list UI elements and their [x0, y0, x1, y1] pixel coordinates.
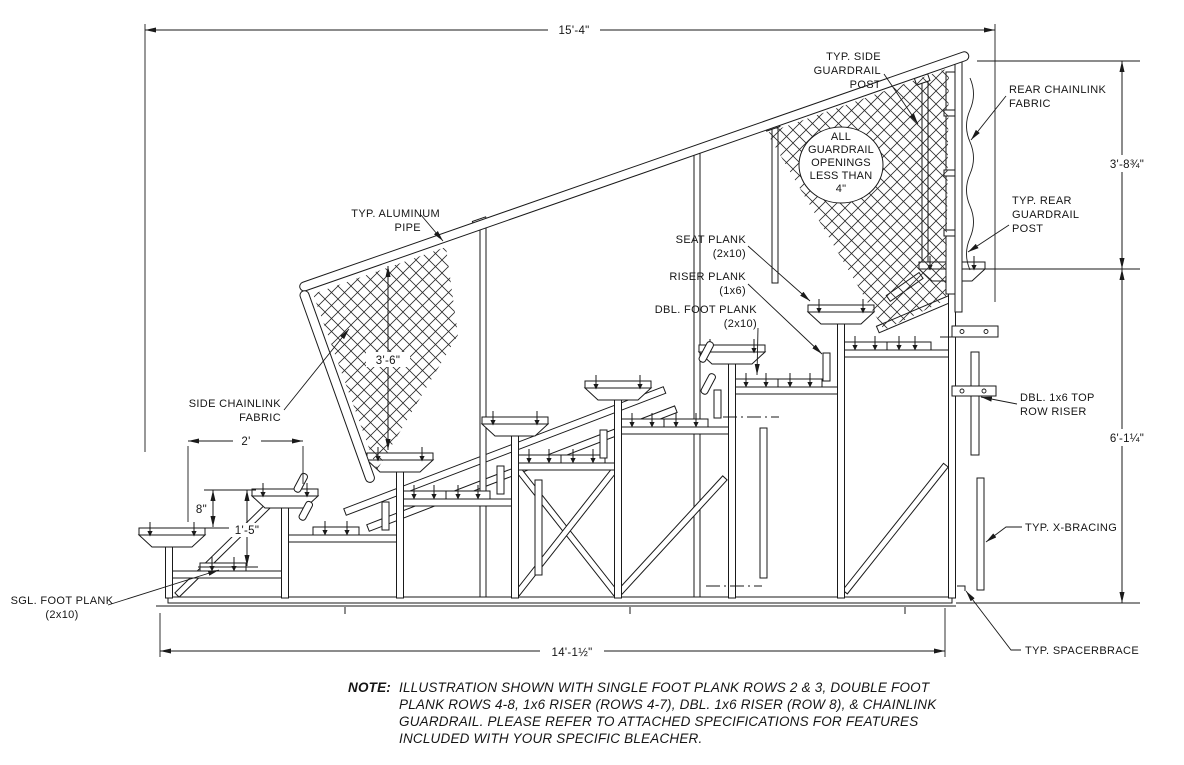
label-spacerbrace: TYP. SPACERBRACE [1025, 645, 1139, 657]
note-line-3: GUARDRAIL. PLEASE REFER TO ATTACHED SPEC… [399, 714, 918, 729]
note-line-1: ILLUSTRATION SHOWN WITH SINGLE FOOT PLAN… [399, 680, 931, 695]
seat-row-5 [583, 374, 653, 599]
guardrail-note-line4: LESS THAN [810, 170, 873, 182]
label-aluminum-pipe-1: TYP. ALUMINUM [351, 208, 440, 220]
dim-frame-depth-label: 14'-1½" [552, 647, 593, 659]
label-sgl-foot-plank-1: SGL. FOOT PLANK [11, 595, 114, 607]
dimension-seat-height: 1'-5" [198, 490, 267, 568]
callout-rear-guardrail-post: TYP. REAR GUARDRAIL POST [967, 195, 1079, 253]
dim-row-depth-label: 2' [241, 436, 250, 448]
note-block: NOTE: ILLUSTRATION SHOWN WITH SINGLE FOO… [348, 680, 937, 746]
note-line-4: INCLUDED WITH YOUR SPECIFIC BLEACHER. [399, 731, 702, 746]
label-side-guardrail-post-2: GUARDRAIL [814, 65, 881, 77]
sgl-foot-plank-row3 [312, 526, 360, 536]
seat-row-1 [137, 521, 207, 599]
callout-side-guardrail-post: TYP. SIDE GUARDRAIL POST [814, 51, 919, 125]
understructure [156, 349, 956, 614]
label-x-bracing: TYP. X-BRACING [1025, 522, 1117, 534]
callout-aluminum-pipe: TYP. ALUMINUM PIPE [351, 208, 444, 242]
label-rear-guardrail-post-2: GUARDRAIL [1012, 209, 1079, 221]
label-rear-chainlink-2: FABRIC [1009, 98, 1051, 110]
dim-seat-height-label: 1'-5" [235, 525, 259, 537]
guardrail-note-line3: OPENINGS [811, 157, 871, 169]
callout-spacerbrace: TYP. SPACERBRACE [965, 590, 1139, 657]
label-side-chainlink-1: SIDE CHAINLINK [189, 398, 282, 410]
label-rear-guardrail-post-1: TYP. REAR [1012, 195, 1072, 207]
rear-guardrail-post [954, 59, 963, 313]
label-side-chainlink-2: FABRIC [239, 412, 281, 424]
label-rear-guardrail-post-3: POST [1012, 223, 1043, 235]
dimension-side-guardrail-height: 3'-6" [366, 266, 410, 450]
dim-overall-depth-label: 15'-4" [558, 25, 589, 37]
callout-dbl-top-row-riser: DBL. 1x6 TOP ROW RISER [980, 392, 1095, 418]
guardrail-note-line2: GUARDRAIL [808, 144, 874, 156]
dimension-overall-height: 6'-1¼" [956, 269, 1156, 604]
clamp-hardware [293, 341, 716, 521]
label-riser-plank-1: RISER PLANK [669, 271, 746, 283]
seat-row-3 [365, 446, 435, 599]
front-guardrail-pipe [299, 290, 375, 483]
seat-row-4 [480, 410, 550, 599]
label-seat-plank-2: (2x10) [713, 248, 746, 260]
dimension-overall-depth: 15'-4" [144, 22, 996, 452]
label-sgl-foot-plank-2: (2x10) [45, 609, 78, 621]
dim-row-rise-label: 8" [196, 504, 207, 516]
x-bracing-strap [976, 477, 985, 591]
guardrail-note-line1: ALL [831, 131, 851, 143]
label-dbl-foot-plank-2: (2x10) [724, 318, 757, 330]
label-side-guardrail-post-1: TYP. SIDE [826, 51, 881, 63]
rear-fabric-edge [966, 77, 974, 271]
label-riser-plank-2: (1x6) [719, 285, 746, 297]
callout-sgl-foot-plank: SGL. FOOT PLANK (2x10) [11, 569, 220, 621]
dimension-guardrail-height: 3'-8¾" [968, 60, 1156, 270]
dbl-top-row-riser-board [970, 351, 980, 456]
guardrail-openings-note: ALL GUARDRAIL OPENINGS LESS THAN 4" [798, 126, 884, 204]
label-rear-chainlink-1: REAR CHAINLINK [1009, 84, 1107, 96]
riser-planks [381, 351, 980, 531]
dim-overall-height-label: 6'-1¼" [1110, 433, 1144, 445]
label-aluminum-pipe-2: PIPE [395, 222, 421, 234]
center-lines [706, 336, 998, 587]
guardrail [299, 51, 970, 483]
bottom-chord [167, 596, 953, 604]
label-dbl-top-row-riser-2: ROW RISER [1020, 406, 1087, 418]
dimension-row-depth: 2' [187, 434, 304, 522]
label-dbl-foot-plank-1: DBL. FOOT PLANK [655, 304, 758, 316]
callout-dbl-foot-plank: DBL. FOOT PLANK (2x10) [655, 304, 760, 376]
note-prefix: NOTE: [348, 680, 391, 695]
callout-riser-plank: RISER PLANK (1x6) [669, 271, 823, 355]
callout-rear-chainlink-fabric: REAR CHAINLINK FABRIC [970, 84, 1107, 141]
label-dbl-top-row-riser-1: DBL. 1x6 TOP [1020, 392, 1095, 404]
seat-row-7 [806, 298, 876, 599]
dimension-frame-depth: 14'-1½" [159, 608, 946, 659]
spacerbrace-mark [957, 585, 966, 591]
callout-side-chainlink-fabric: SIDE CHAINLINK FABRIC [189, 328, 350, 424]
guardrail-note-line5: 4" [836, 183, 846, 195]
brace-straps [534, 427, 985, 591]
callout-seat-plank: SEAT PLANK (2x10) [676, 234, 811, 302]
seat-row-6 [697, 338, 767, 599]
top-guardrail-pipe [299, 51, 970, 292]
dim-side-guardrail-height-label: 3'-6" [376, 355, 400, 367]
label-side-guardrail-post-3: POST [850, 79, 881, 91]
note-line-2: PLANK ROWS 4-8, 1x6 RISER (ROWS 4-7), DB… [399, 697, 937, 712]
callout-x-bracing: TYP. X-BRACING [985, 522, 1117, 543]
dim-guardrail-height-label: 3'-8¾" [1110, 159, 1144, 171]
label-seat-plank-1: SEAT PLANK [676, 234, 747, 246]
